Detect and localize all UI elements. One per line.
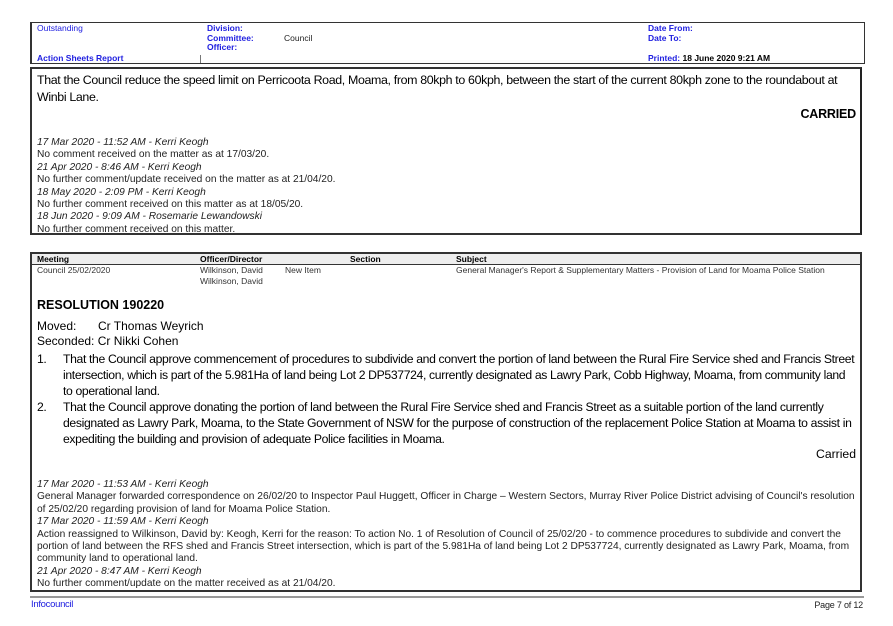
point-number: 1. (37, 352, 47, 366)
log-comment: No further comment/update on the matter … (37, 578, 336, 590)
printed-label: Printed: (648, 52, 681, 63)
col-section: Section (350, 254, 381, 264)
cell-officer-director: Wilkinson, David Wilkinson, David (200, 265, 263, 286)
cell-subject: General Manager's Report & Supplementary… (456, 265, 825, 275)
seconded-value: Cr Nikki Cohen (97, 333, 179, 348)
resolution-point: 2. That the Council approve donating the… (37, 400, 857, 447)
date-from-label: Date From: (648, 23, 693, 33)
resolution-title: RESOLUTION 190220 (37, 298, 165, 312)
resolution-text: That the Council reduce the speed limit … (37, 73, 838, 104)
page-number: Page 7 of 12 (814, 600, 863, 610)
log-timestamp: 18 Jun 2020 - 9:09 AM - Rosemarie Lewand… (37, 211, 262, 223)
log-timestamp: 21 Apr 2020 - 8:46 AM - Kerri Keogh (37, 161, 202, 173)
printed-info: Printed: 18 June 2020 9:21 AM (648, 52, 771, 64)
report-header: Outstanding Action Sheets Report Divisio… (30, 22, 865, 64)
moved-label: Moved: (37, 319, 77, 333)
action-item-2: Meeting Officer/Director Section Subject… (30, 252, 862, 592)
point-text: That the Council approve donating the po… (63, 400, 852, 446)
log-comment: No further comment received on this matt… (37, 223, 236, 235)
action-log: 17 Mar 2020 - 11:52 AM - Kerri Keogh No … (37, 137, 335, 236)
table-header: Meeting Officer/Director Section Subject (32, 254, 860, 265)
division-label: Division: (207, 23, 243, 33)
log-comment: Action reassigned to Wilkinson, David by… (37, 528, 850, 565)
header-fields-right: Date From: Date To: (648, 23, 693, 43)
point-text: That the Council approve commencement of… (63, 352, 855, 398)
cell-meeting: Council 25/02/2020 (37, 265, 111, 275)
log-timestamp: 17 Mar 2020 - 11:59 AM - Kerri Keogh (37, 516, 209, 528)
committee-value: Council (284, 32, 313, 43)
log-timestamp: 21 Apr 2020 - 8:47 AM - Kerri Keogh (37, 565, 202, 577)
footer-brand: Infocouncil (31, 599, 74, 610)
log-timestamp: 18 May 2020 - 2:09 PM - Kerri Keogh (37, 186, 206, 198)
moved-value: Cr Thomas Weyrich (98, 319, 204, 333)
col-officer-director: Officer/Director (200, 254, 263, 264)
col-subject: Subject (456, 254, 487, 264)
footer-divider (30, 596, 864, 598)
point-number: 2. (37, 400, 47, 414)
status-label: Outstanding (37, 23, 83, 33)
outcome-label: Carried (816, 447, 856, 461)
committee-label: Committee: (207, 32, 254, 43)
mover-seconder: Moved: Cr Thomas Weyrich Seconded: Cr Nik… (37, 319, 204, 348)
action-item-1: That the Council reduce the speed limit … (30, 67, 862, 235)
log-timestamp: 17 Mar 2020 - 11:52 AM - Kerri Keogh (37, 137, 209, 148)
action-log: 17 Mar 2020 - 11:53 AM - Kerri Keogh Gen… (37, 479, 859, 591)
director-name: Wilkinson, David (200, 275, 263, 286)
officer-name: Wilkinson, David (200, 265, 263, 275)
header-divider (200, 55, 201, 63)
col-meeting: Meeting (37, 254, 70, 264)
date-to-label: Date To: (648, 32, 682, 43)
header-fields-left: Division: Committee: Officer: (207, 23, 254, 53)
log-comment: No further comment received on this matt… (37, 199, 304, 211)
report-title: Action Sheets Report (37, 52, 124, 63)
seconded-label: Seconded: (37, 333, 95, 348)
officer-label: Officer: (207, 42, 238, 52)
log-comment: General Manager forwarded correspondence… (37, 491, 855, 515)
printed-value: 18 June 2020 9:21 AM (682, 52, 771, 63)
outcome-label: CARRIED (800, 107, 856, 121)
log-comment: No comment received on the matter as at … (37, 149, 270, 161)
resolution-point: 1. That the Council approve commencement… (37, 352, 857, 399)
log-comment: No further comment/update received on th… (37, 174, 336, 186)
cell-section: New Item (285, 265, 321, 275)
log-timestamp: 17 Mar 2020 - 11:53 AM - Kerri Keogh (37, 479, 209, 490)
